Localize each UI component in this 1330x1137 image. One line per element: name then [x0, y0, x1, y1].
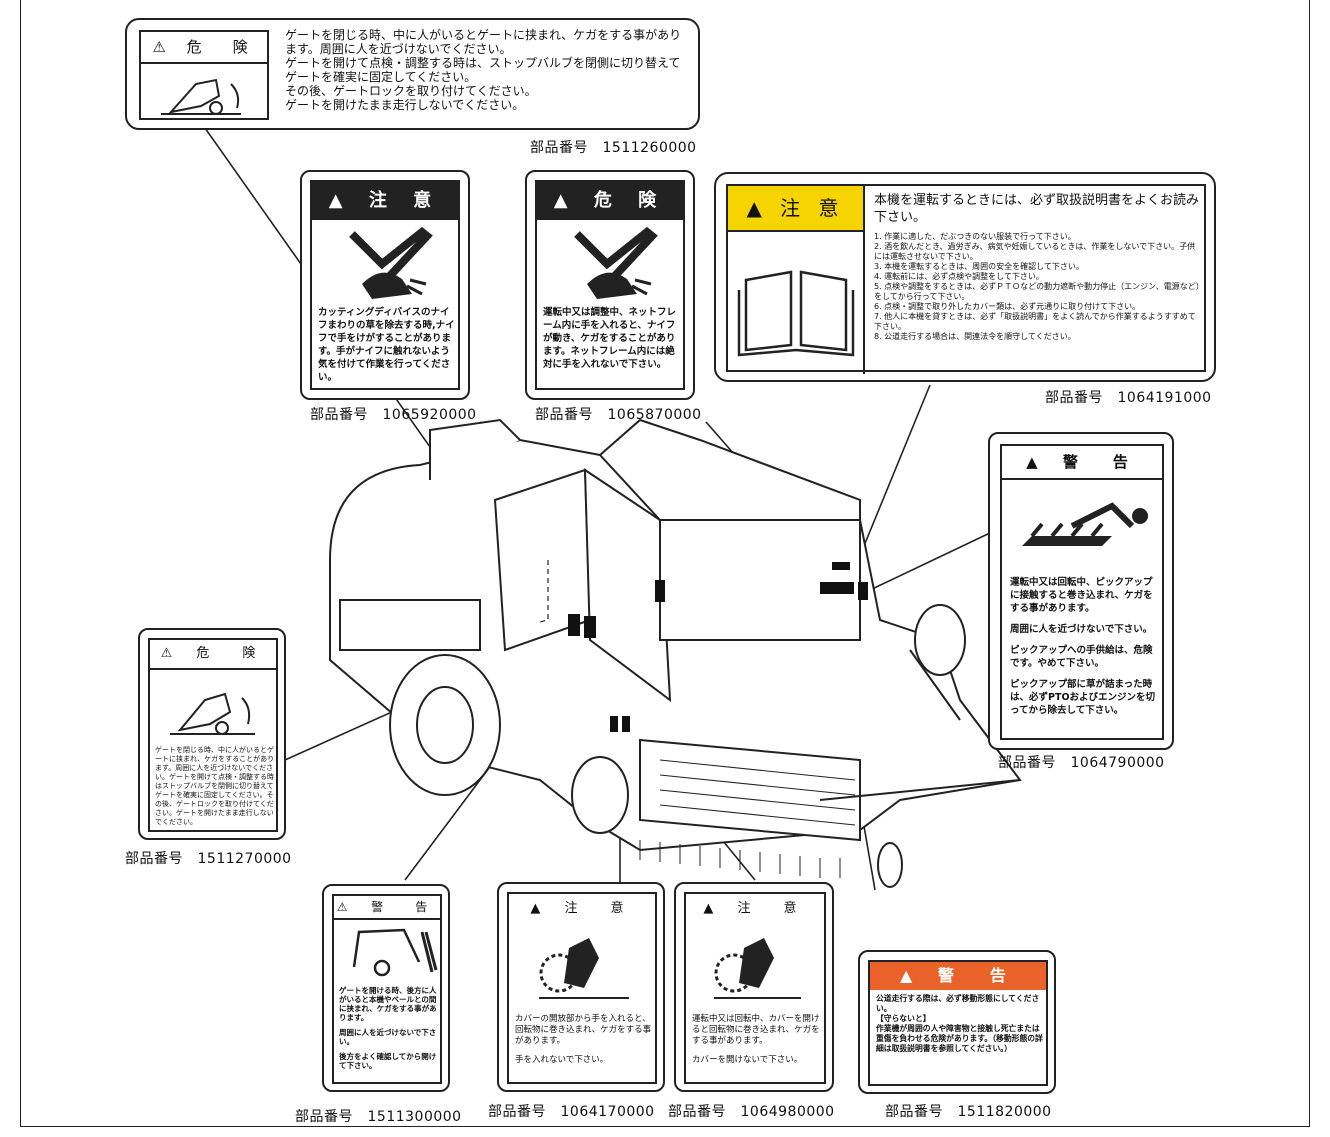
list-item: 3. 本機を運転するときは、周囲の安全を確認して下さい。 — [874, 262, 1084, 271]
list-item: 2. 酒を飲んだとき、過労ぎみ、病気や妊娠しているときは、作業をしないで下さい。… — [874, 242, 1196, 261]
rotor-entangle-icon — [539, 938, 629, 999]
label-text: 運転中又は回転中、ピックアップに接触すると巻き込まれ、ケガをする事があります。 — [1010, 577, 1153, 614]
list-item: 6. 点検・調整で取り外したカバー類は、必ず元通りに取り付けて下さい。 — [874, 302, 1141, 311]
list-item: 5. 点検や調整をするときは、必ずＰＴＯなどの動力遮断や動力停止（エンジン、電源… — [874, 282, 1200, 301]
label-text: 周囲に人を近づけないで下さい。 — [1010, 624, 1153, 635]
gate-pinch-icon — [161, 78, 241, 115]
part-number-1064980000: 部品番号 1064980000 — [668, 1104, 835, 1120]
caution-label-cover-1: ▲ 注 意 カバーの開放部から手を入れると、回転物に巻き込まれ、ケガをする事があ… — [497, 882, 665, 1092]
warning-label-rear: ⚠ 警 告 ゲートを開ける時、後方に人がいると本機やベールとの間に挟まれ、ケガを… — [322, 884, 450, 1092]
book-icon — [737, 270, 855, 357]
label-lead-text: 本機を運転するときには、必ず取扱説明書をよくお読み下さい。 — [874, 193, 1200, 225]
label-text: カバーを開けないで下さい。 — [692, 1055, 803, 1065]
hand-cut-icon — [349, 226, 433, 299]
label-text: 手を入れないで下さい。 — [515, 1055, 609, 1065]
danger-label-gate-left: ⚠ 危 険 ゲートを閉じる時、中に人がいるとゲートに挟まれ、ケガをすることがあり… — [138, 628, 286, 840]
part-number-1511270000: 部品番号 1511270000 — [125, 851, 292, 867]
label-header: ⚠ 危 険 — [150, 640, 276, 670]
label-text: カッティングディバイスのナイフまわりの草を除去する時,ナイフで手をけがすることが… — [318, 307, 455, 383]
part-number-1065870000: 部品番号 1065870000 — [535, 407, 702, 423]
list-item: 1. 作業に適した、だぶつきのない服装で行って下さい。 — [874, 232, 1076, 241]
caution-label-manual: ▲ 注 意 本機を運転するときには、必ず取扱説明書をよくお読み下さい。 1. 作… — [714, 172, 1216, 382]
caution-label-knife: ▲ 注 意 カッティングディバイスのナイフまわりの草を除去する時,ナイフで手をけ… — [300, 170, 470, 400]
label-text: ゲートを閉じる時、中に人がいるとゲートに挟まれ、ケガをする事があります。周囲に人… — [285, 28, 682, 112]
part-number-1065920000: 部品番号 1065920000 — [310, 407, 477, 423]
page-frame — [20, 0, 1310, 1127]
list-item: 8. 公道走行する場合は、関連法令を順守してください。 — [874, 332, 1076, 341]
label-item-list: 1. 作業に適した、だぶつきのない服装で行って下さい。 2. 酒を飲んだとき、過… — [874, 232, 1202, 342]
label-header: ⚠ 警 告 — [334, 896, 440, 920]
danger-label-net: ▲ 危 険 運転中又は調整中、ネットフレーム内に手を入れると、ナイフが動き、ケガ… — [525, 170, 695, 400]
label-header: ▲ 注 意 — [728, 186, 865, 232]
label-header: ▲ 警 告 — [1002, 446, 1162, 480]
part-number-1511300000: 部品番号 1511300000 — [295, 1109, 462, 1125]
label-text: ピックアップへの手供給は、危険です。やめて下さい。 — [1010, 645, 1153, 669]
part-number-1064191000: 部品番号 1064191000 — [1045, 390, 1212, 406]
label-header: ▲ 警 告 — [870, 962, 1046, 990]
danger-label-gate-top: ⚠ 危 険 ゲートを閉じる時、中に人がいるとゲートに挟まれ、ケガをする事がありま… — [125, 18, 700, 130]
label-text: 運転中又は回転中、カバーを開けると回転物に巻き込まれ、ケガをする事があります。 — [692, 1014, 820, 1046]
part-number-1064170000: 部品番号 1064170000 — [488, 1104, 655, 1120]
rotor-entangle-icon — [714, 938, 801, 999]
warning-label-pickup: ▲ 警 告 運転中又は回転中、ピックアップに接触すると巻き込まれ、ケガをする事が… — [988, 432, 1174, 750]
gate-pinch-icon — [170, 692, 255, 735]
part-number-1064790000: 部品番号 1064790000 — [998, 755, 1165, 771]
label-text: 周囲に人を近づけないで下さい。 — [339, 1028, 437, 1046]
hand-cut-icon — [574, 226, 658, 299]
label-text: ゲートを開ける時、後方に人がいると本機やベールとの間に挟まれ、ケガをする事があり… — [339, 986, 437, 1022]
part-number-1511260000: 部品番号 1511260000 — [530, 140, 697, 156]
label-text: 公道走行する際は、必ず移動形態にしてください。 【守らないと】 作業機が周囲の人… — [876, 994, 1043, 1053]
gate-rear-icon — [352, 928, 438, 977]
label-header: ⚠ 危 険 — [141, 32, 267, 64]
label-text: 後方をよく確認してから開けて下さい。 — [339, 1052, 437, 1070]
label-text: ゲートを閉じる時、中に人がいるとゲートに挟まれ、ケガをすることがあります。周囲に… — [155, 746, 275, 826]
warning-label-road: ▲ 警 告 公道走行する際は、必ず移動形態にしてください。 【守らないと】 作業… — [858, 950, 1056, 1094]
label-text: カバーの開放部から手を入れると、回転物に巻き込まれ、ケガをする事があります。 — [515, 1014, 652, 1046]
caution-label-cover-2: ▲ 注 意 運転中又は回転中、カバーを開けると回転物に巻き込まれ、ケガをする事が… — [674, 882, 834, 1092]
label-text: ピックアップ部に草が詰まった時は、必ずPTOおよびエンジンを切ってから除去して下… — [1010, 679, 1156, 716]
label-header: ▲ 危 険 — [537, 182, 683, 220]
label-header: ▲ 注 意 — [312, 182, 458, 220]
label-header: ▲ 注 意 — [509, 894, 655, 924]
list-item: 7. 他人に本機を貸すときは、必ず「取扱説明書」をよく読んでから作業するようすす… — [874, 312, 1196, 331]
part-number-1511820000: 部品番号 1511820000 — [885, 1104, 1052, 1120]
label-text: 運転中又は調整中、ネットフレーム内に手を入れると、ナイフが動き、ケガをすることが… — [543, 307, 677, 370]
pickup-entangle-icon — [1022, 502, 1148, 546]
list-item: 4. 運転前には、必ず点検や調整をして下さい。 — [874, 272, 1044, 281]
label-header: ▲ 注 意 — [686, 894, 824, 924]
